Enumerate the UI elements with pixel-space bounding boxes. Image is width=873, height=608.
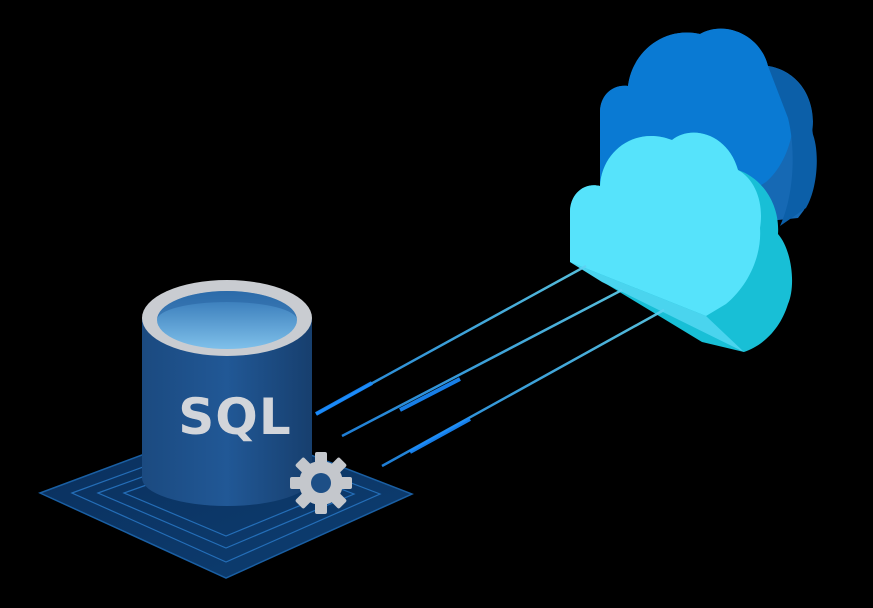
gear-icon bbox=[290, 452, 352, 514]
connection-line bbox=[341, 288, 623, 438]
cloud-icon-front bbox=[570, 132, 793, 352]
database-icon bbox=[142, 280, 312, 506]
connection-lines bbox=[315, 264, 665, 468]
database-label: SQL bbox=[178, 388, 292, 446]
